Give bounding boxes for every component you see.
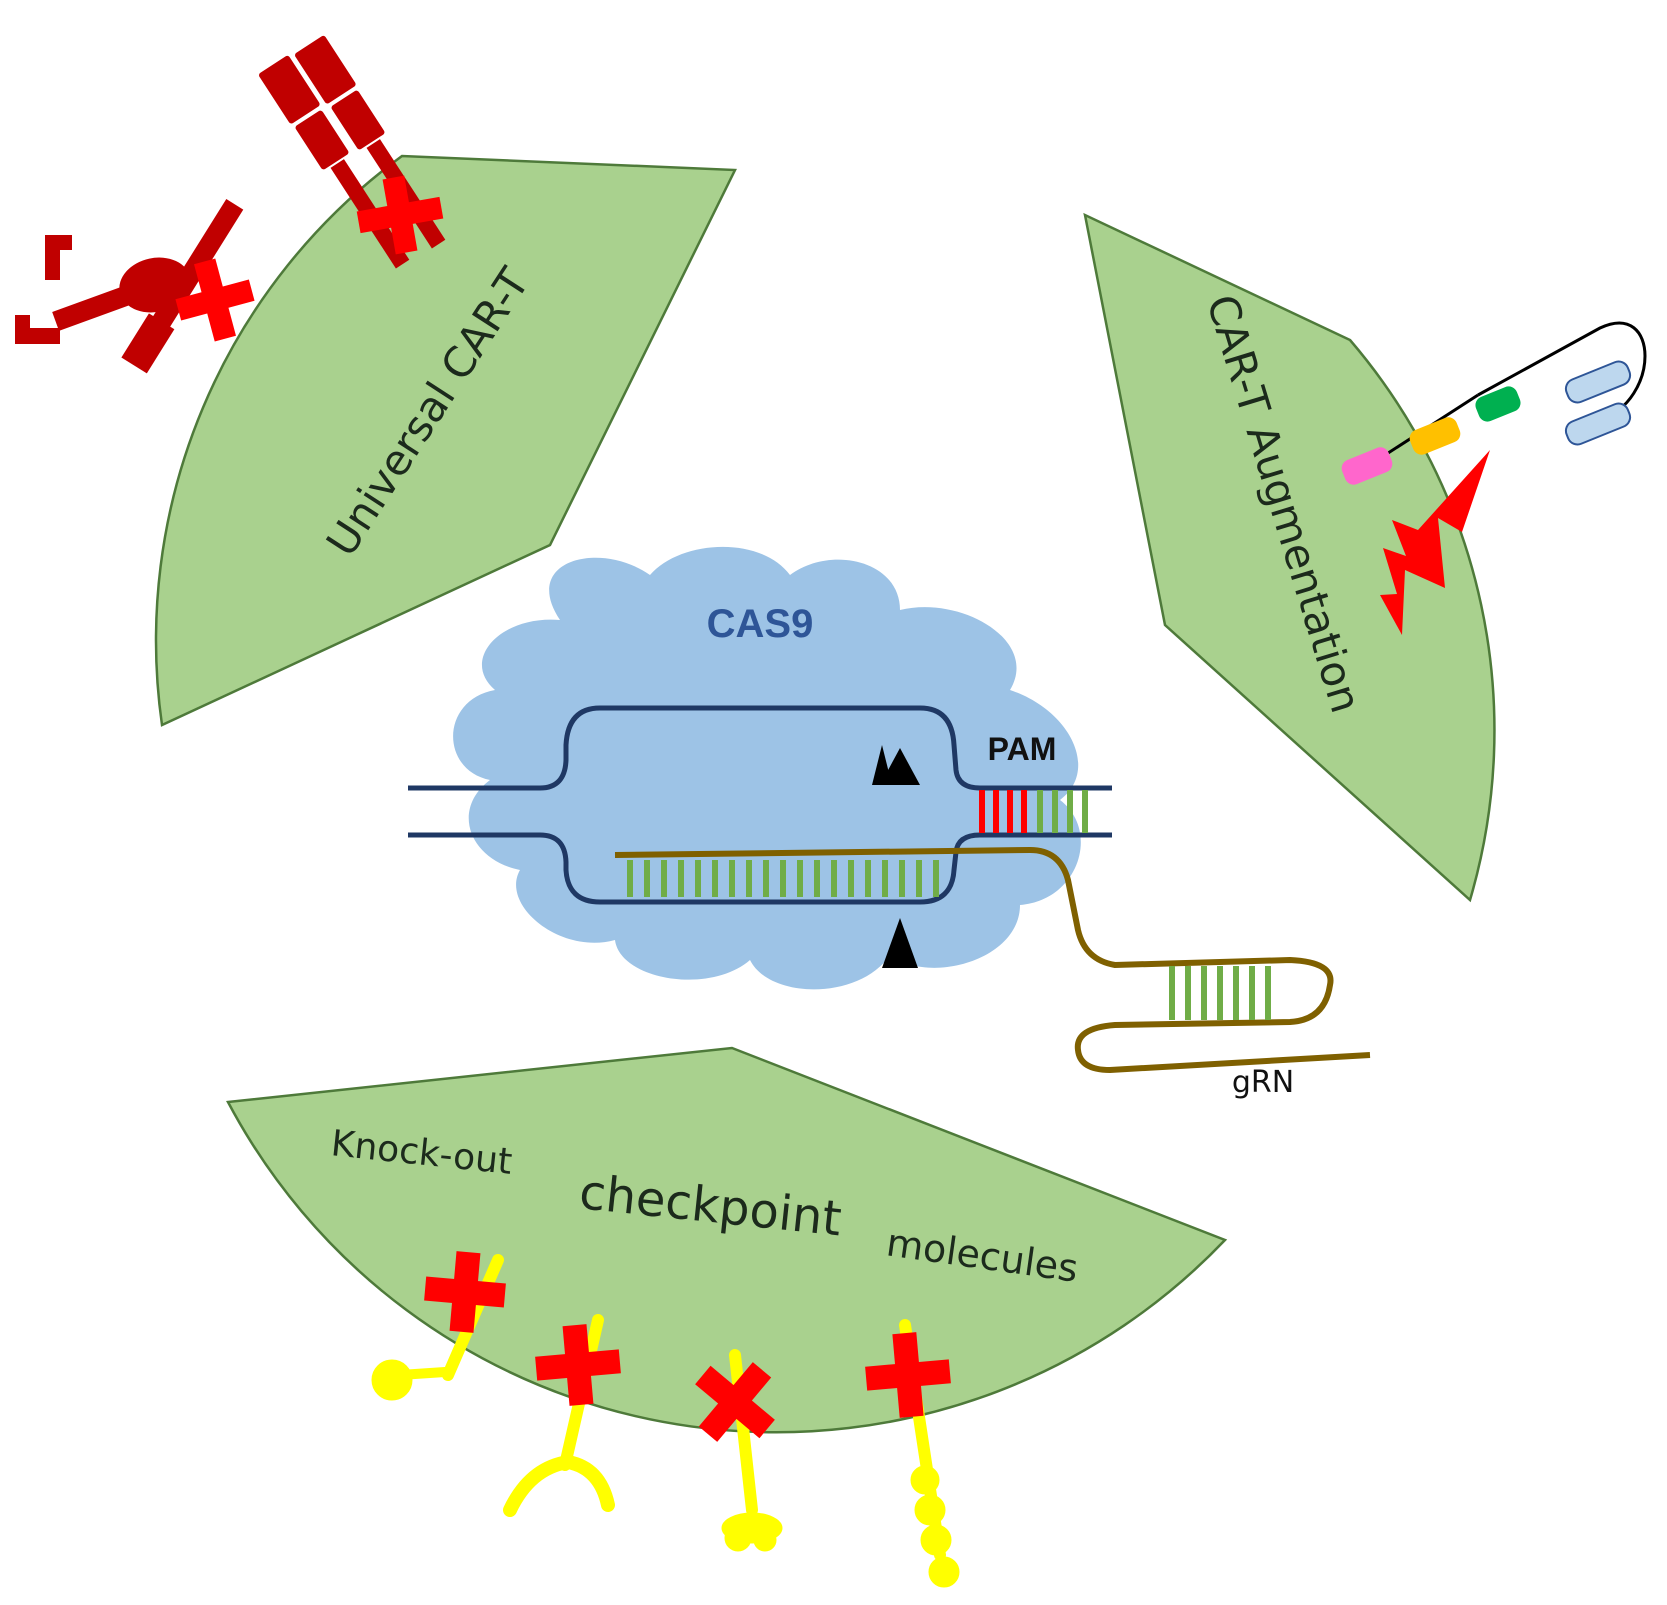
grna-label: gRN xyxy=(1232,1065,1294,1100)
hla-knockout-cross-icon xyxy=(175,258,255,342)
cas9-complex: CAS9 PAM xyxy=(408,546,1371,1100)
augmentation-sector-shape xyxy=(1083,212,1496,903)
guide-rna-strand xyxy=(614,846,1371,1074)
knockout-checkpoint-sector: Knock-out checkpoint molecules xyxy=(226,1046,1228,1588)
car-construct-icon xyxy=(1341,321,1647,485)
cas9-label: CAS9 xyxy=(707,602,814,646)
car-t-augmentation-sector: CAR-T Augmentation xyxy=(1083,212,1647,903)
dna-double-strand xyxy=(408,705,1112,905)
universal-sector-shape xyxy=(154,154,737,727)
augmentation-lightning-icon xyxy=(1380,450,1490,635)
checkpoint-molecule-4-icon xyxy=(899,1319,960,1588)
tcr-knockout-cross-icon xyxy=(356,175,444,255)
pam-rungs xyxy=(979,790,1027,833)
cleavage-arrow-bottom-icon xyxy=(882,918,918,968)
guide-rna-hairpin-rungs xyxy=(1169,966,1271,1020)
universal-car-t-sector: Universal CAR-T xyxy=(15,35,737,727)
checkpoint-cross-4-icon xyxy=(865,1332,951,1418)
cleavage-arrow-top-shape xyxy=(880,748,920,785)
cas9-cloud-shape xyxy=(453,546,1081,990)
checkpoint-cross-2-icon xyxy=(535,1324,621,1406)
dna-green-rungs xyxy=(1037,790,1088,833)
checkpoint-cross-3-icon xyxy=(695,1362,775,1442)
checkpoint-cross-1-icon xyxy=(424,1251,506,1333)
guide-rna-rungs xyxy=(627,860,939,897)
pam-label: PAM xyxy=(988,731,1057,767)
